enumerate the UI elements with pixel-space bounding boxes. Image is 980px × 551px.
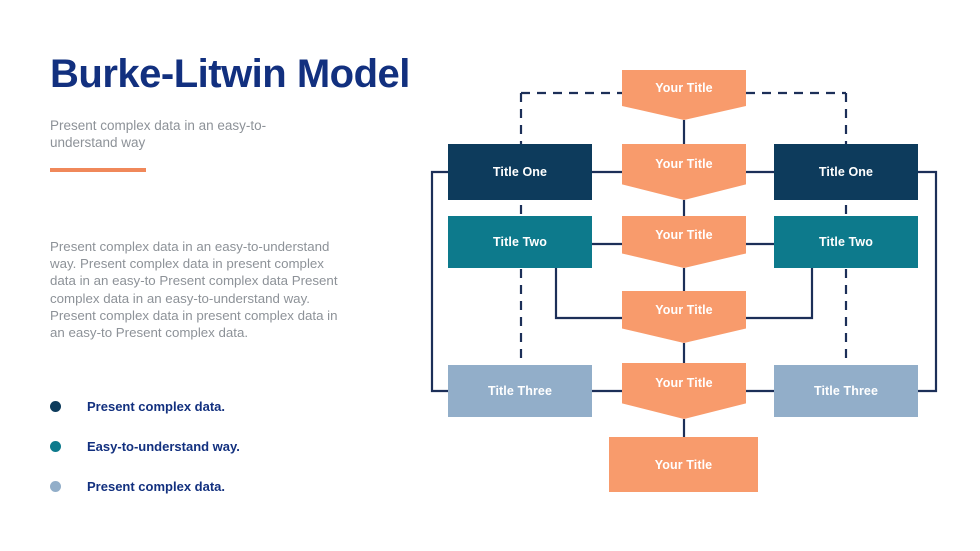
list-item-label: Easy-to-understand way.: [87, 438, 240, 454]
center-node-1-label: Your Title: [655, 81, 713, 95]
page-title: Burke-Litwin Model: [50, 52, 410, 96]
left-node-title-one[interactable]: Title One: [448, 144, 592, 200]
accent-underline: [50, 168, 146, 172]
body-paragraph: Present complex data in an easy-to-under…: [50, 239, 338, 341]
right-node-title-two-label: Title Two: [819, 235, 873, 249]
center-node-5-label: Your Title: [655, 376, 713, 391]
list-item-label: Present complex data.: [87, 478, 225, 494]
list-item-label: Present complex data.: [87, 398, 225, 414]
left-node-title-three[interactable]: Title Three: [448, 365, 592, 417]
left-content-panel: Burke-Litwin Model Present complex data …: [0, 0, 440, 551]
right-node-title-one[interactable]: Title One: [774, 144, 918, 200]
bullet-dot-icon: [50, 400, 61, 412]
center-node-2-label: Your Title: [655, 157, 713, 172]
bullet-dot-icon: [50, 440, 61, 452]
left-node-title-two-label: Title Two: [493, 235, 547, 249]
right-node-title-three[interactable]: Title Three: [774, 365, 918, 417]
right-node-title-one-label: Title One: [818, 165, 874, 179]
list-item: Present complex data.: [50, 466, 380, 506]
center-node-3-label: Your Title: [655, 227, 713, 242]
center-node-6-label: Your Title: [654, 457, 713, 472]
list-item: Present complex data.: [50, 386, 380, 426]
center-node-6[interactable]: Your Title: [609, 437, 758, 492]
left-node-title-three-label: Title Three: [487, 384, 553, 398]
bullet-dot-icon: [50, 480, 61, 492]
center-node-4-label: Your Title: [655, 302, 713, 317]
subtitle-text: Present complex data in an easy-to-under…: [50, 118, 267, 150]
left-node-title-two[interactable]: Title Two: [448, 216, 592, 268]
left-node-title-one-label: Title One: [492, 165, 548, 179]
right-node-title-two[interactable]: Title Two: [774, 216, 918, 268]
right-node-title-three-label: Title Three: [813, 384, 879, 398]
list-item: Easy-to-understand way.: [50, 426, 380, 466]
bullet-list: Present complex data. Easy-to-understand…: [50, 386, 380, 506]
